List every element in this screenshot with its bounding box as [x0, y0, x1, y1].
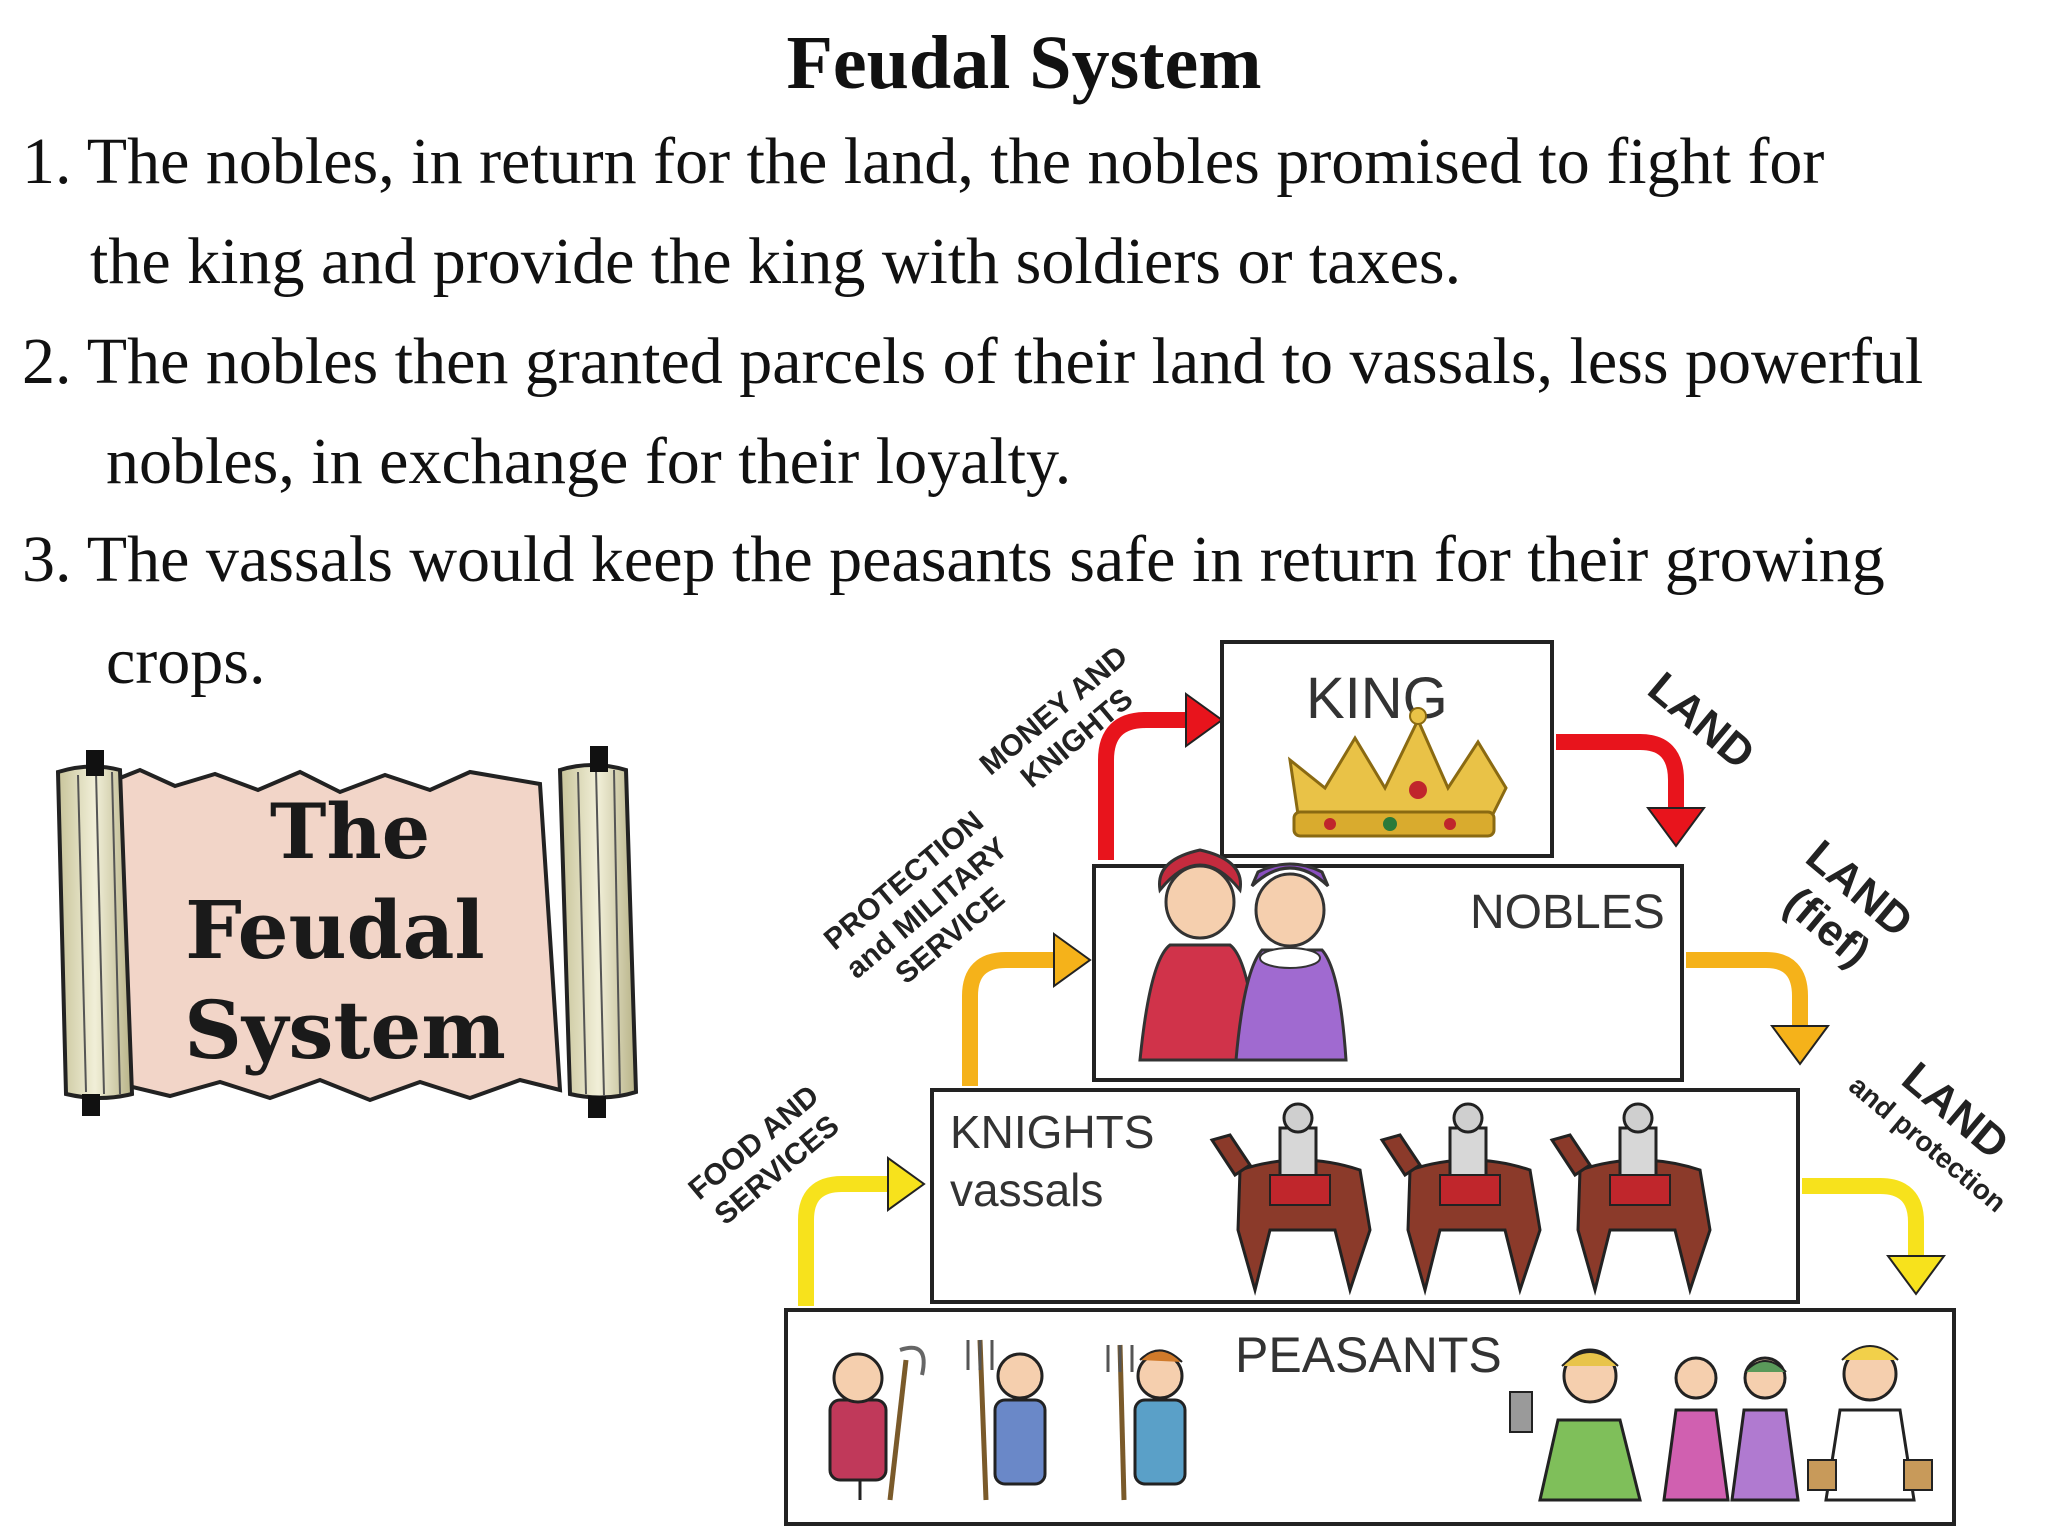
peasant-female-1 [1509, 1348, 1642, 1502]
arrow-protection-to-nobles [962, 932, 1092, 1086]
knights-icon [1209, 1102, 1712, 1296]
land-label: LAND [1639, 663, 1764, 779]
knights-label: KNIGHTS [950, 1106, 1154, 1158]
scroll-text-line-2: Feudal [185, 883, 485, 977]
point-1-line-2: the king and provide the king with soldi… [90, 225, 1462, 298]
arrow-land-to-nobles [1556, 734, 1706, 848]
scroll-paper [107, 767, 563, 1103]
point-1-line-1: 1. The nobles, in return for the land, t… [22, 125, 1825, 198]
nobles-label: NOBLES [1470, 886, 1665, 939]
label-protection-military-service: PROTECTION and MILITARY SERVICE [818, 805, 1014, 991]
peasant-milkmaid [1807, 1345, 1933, 1502]
peasants-icon [828, 1339, 1933, 1502]
arrow-fief-to-knights [1686, 952, 1830, 1066]
feudal-scroll: The Feudal System [55, 746, 639, 1118]
point-3-line-2: crops. [106, 625, 266, 698]
label-land-1: LAND [1639, 663, 1764, 779]
point-2-line-2: nobles, in exchange for their loyalty. [106, 425, 1072, 498]
scroll-right-roll [557, 746, 639, 1118]
nobles-icon [1138, 848, 1348, 1062]
knight-on-horse-1 [1209, 1102, 1372, 1296]
arrow-food-to-knights [798, 1156, 926, 1306]
peasant-male-3 [1106, 1344, 1187, 1501]
peasant-male-2 [966, 1339, 1047, 1501]
peasants-label: PEASANTS [1235, 1327, 1502, 1383]
scroll-text-line-3: System [184, 983, 506, 1077]
peasant-male-1 [828, 1345, 926, 1501]
knight-on-horse-3 [1549, 1102, 1712, 1296]
label-food-and-services: FOOD AND SERVICES [682, 1079, 845, 1232]
scroll-text-line-1: The [270, 787, 430, 876]
point-2-line-1: 2. The nobles then granted parcels of th… [22, 325, 1924, 398]
crown-icon [1287, 707, 1508, 838]
knight-on-horse-2 [1379, 1102, 1542, 1296]
peasant-female-2 [1662, 1356, 1730, 1502]
scroll-left-roll [55, 750, 135, 1116]
arrow-money-to-king [1098, 692, 1224, 860]
peasant-female-3 [1730, 1356, 1800, 1502]
point-3-line-1: 3. The vassals would keep the peasants s… [22, 523, 1885, 596]
king-label: KING [1306, 666, 1448, 731]
page-title: Feudal System [786, 21, 1262, 105]
vassals-label: vassals [950, 1164, 1103, 1216]
arrow-land-protection-to-peasants [1802, 1178, 1946, 1296]
